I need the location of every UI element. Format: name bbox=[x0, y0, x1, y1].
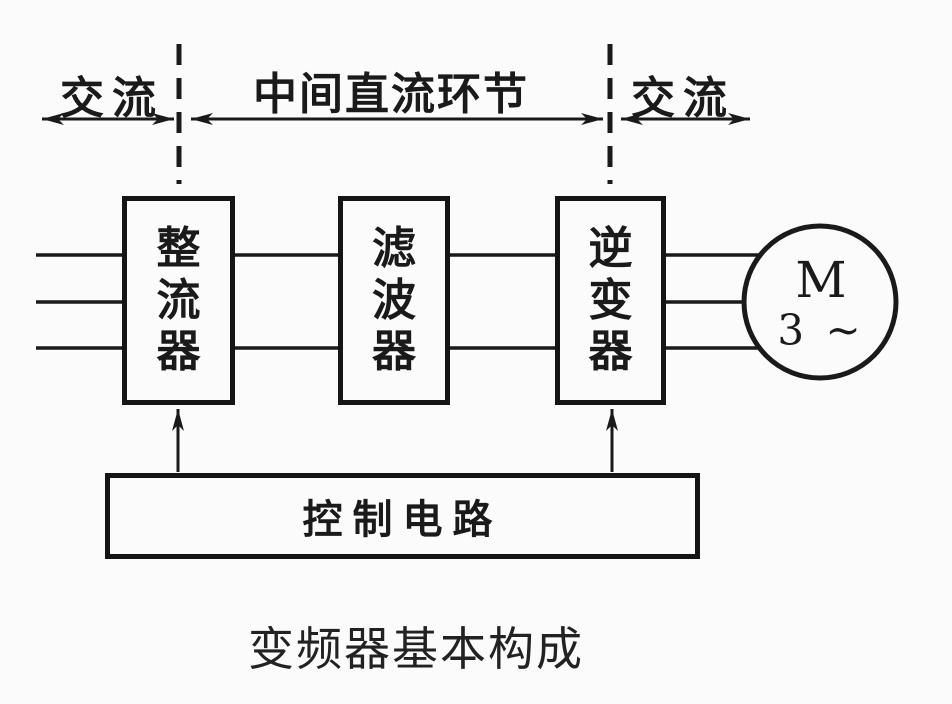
inverter-label: 逆变器 bbox=[588, 223, 633, 378]
zone-boundary-dashed-lines bbox=[176, 44, 613, 184]
motor-symbol: M bbox=[795, 251, 847, 309]
rectifier-label: 整流器 bbox=[156, 223, 201, 378]
control-circuit-label: 控制电路 bbox=[302, 496, 503, 543]
dc-bus-rectifier-to-filter-lines bbox=[235, 253, 338, 350]
inverter-block: 逆变器 bbox=[555, 196, 666, 405]
control-signal-arrows bbox=[172, 409, 618, 472]
motor-circle bbox=[741, 223, 899, 381]
filter-block: 滤波器 bbox=[338, 196, 450, 405]
ac-zone-label-left: 交流 bbox=[60, 73, 164, 124]
ac-zone-label-right: 交流 bbox=[631, 73, 735, 124]
motor-phase-label: 3 ~ bbox=[777, 305, 865, 355]
rectifier-block: 整流器 bbox=[122, 196, 235, 405]
dc-link-zone-label: 中间直流环节 bbox=[253, 69, 529, 120]
three-phase-input-lines bbox=[36, 253, 122, 350]
control-circuit-block: 控制电路 bbox=[105, 473, 700, 559]
dc-bus-filter-to-inverter-lines bbox=[450, 253, 555, 350]
diagram-caption: 变频器基本构成 bbox=[248, 622, 584, 676]
filter-label: 滤波器 bbox=[372, 223, 416, 378]
